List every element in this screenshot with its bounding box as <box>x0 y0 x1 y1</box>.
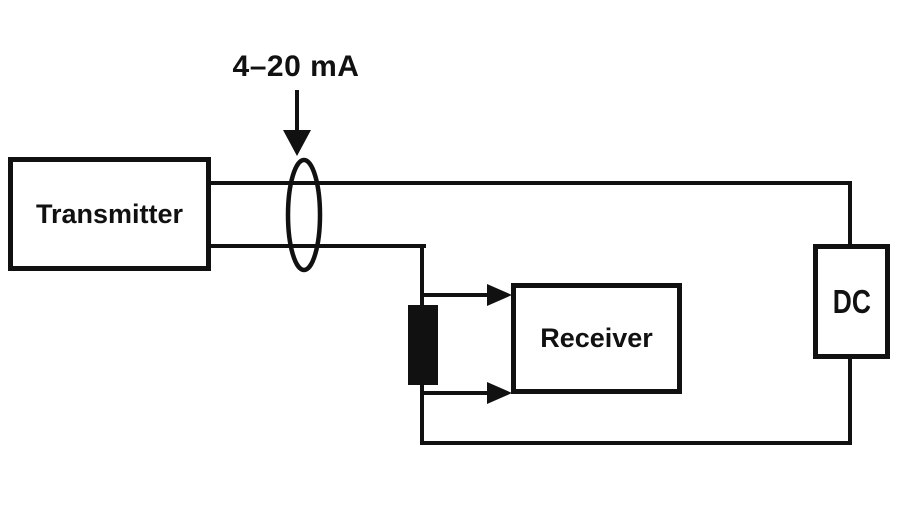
transmitter-label: Transmitter <box>35 198 184 229</box>
label-arrowhead-icon <box>283 130 311 156</box>
receiver-label: Receiver <box>540 323 653 353</box>
dc-power-supply-box: DC <box>813 244 890 359</box>
dc-power-supply-label: DC <box>832 282 871 320</box>
shunt-resistor <box>408 305 438 385</box>
receiver-bottom-arrowhead-icon <box>487 382 512 404</box>
transmitter-box: Transmitter <box>8 157 211 271</box>
receiver-top-arrowhead-icon <box>487 284 512 306</box>
current-loop-ellipse <box>285 157 323 273</box>
receiver-box: Receiver <box>511 283 682 394</box>
top-loop-wire <box>207 181 852 248</box>
current-range-label: 4–20 mA <box>232 50 360 83</box>
